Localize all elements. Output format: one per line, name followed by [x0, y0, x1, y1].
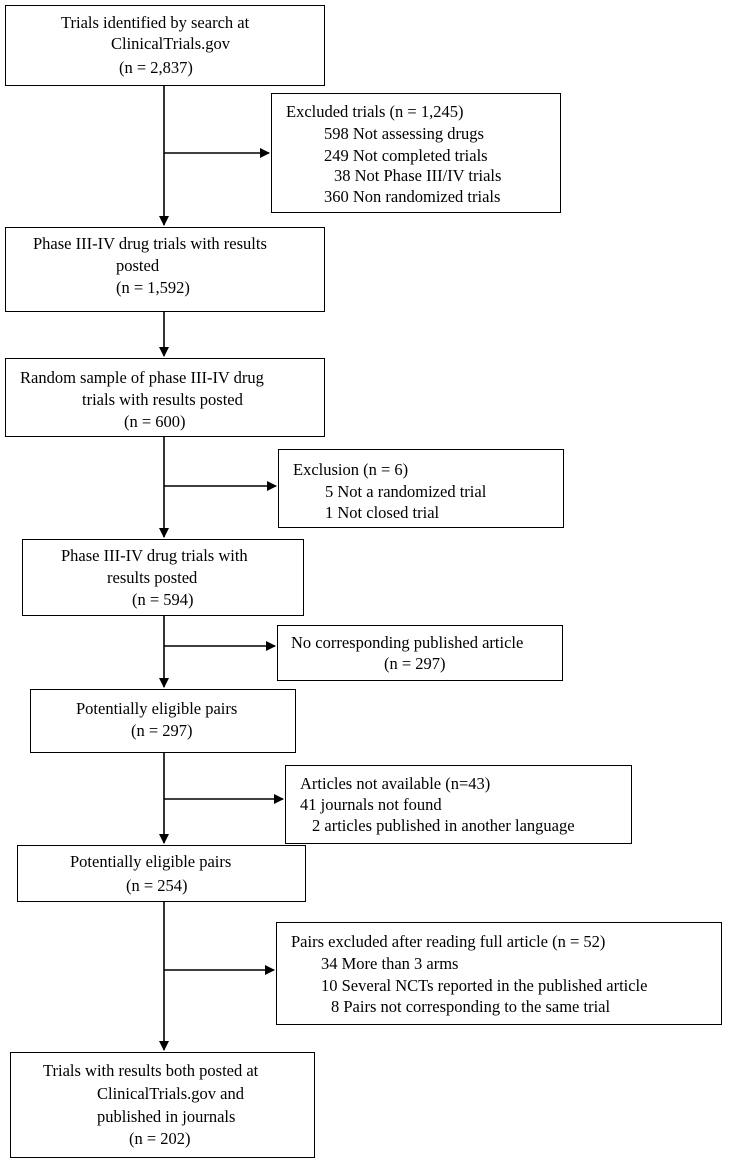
- box-text-line: 10 Several NCTs reported in the publishe…: [321, 976, 648, 995]
- box-text-line: Articles not available (n=43): [300, 774, 491, 793]
- box-text-line: Exclusion (n = 6): [293, 460, 409, 479]
- box-text-line: Phase III-IV drug trials with results: [33, 234, 267, 253]
- box-text-line: posted: [116, 256, 160, 275]
- box-phase-trials-594: Phase III-IV drug trials with results po…: [22, 539, 304, 616]
- box-text-line: 598 Not assessing drugs: [324, 124, 484, 143]
- box-text-line: 8 Pairs not corresponding to the same tr…: [331, 997, 611, 1016]
- box-text-line: No corresponding published article: [291, 633, 524, 652]
- box-text-line: 38 Not Phase III/IV trials: [334, 166, 502, 185]
- box-articles-not-available: Articles not available (n=43) 41 journal…: [285, 765, 632, 844]
- box-text-line: (n = 2,837): [119, 58, 193, 77]
- box-text-line: Random sample of phase III-IV drug: [20, 368, 264, 387]
- box-pairs-excluded: Pairs excluded after reading full articl…: [276, 922, 722, 1025]
- box-text-line: published in journals: [97, 1107, 236, 1126]
- box-text-line: trials with results posted: [82, 390, 243, 409]
- box-text-line: (n = 594): [132, 590, 194, 609]
- box-text-line: (n = 297): [384, 654, 446, 673]
- box-text-line: (n = 254): [126, 876, 188, 895]
- box-text-line: (n = 202): [129, 1129, 191, 1148]
- box-text-line: 249 Not completed trials: [324, 146, 488, 165]
- box-no-corresponding-article: No corresponding published article (n = …: [277, 625, 563, 681]
- box-text-line: (n = 600): [124, 412, 186, 431]
- box-text-line: 1 Not closed trial: [325, 503, 440, 522]
- box-text-line: Excluded trials (n = 1,245): [286, 102, 464, 121]
- box-text-line: Phase III-IV drug trials with: [61, 546, 248, 565]
- box-excluded-trials: Excluded trials (n = 1,245) 598 Not asse…: [271, 93, 561, 213]
- box-text-line: Trials with results both posted at: [43, 1061, 259, 1080]
- box-trials-posted-published: Trials with results both posted at Clini…: [10, 1052, 315, 1158]
- box-exclusion-6: Exclusion (n = 6) 5 Not a randomized tri…: [278, 449, 564, 528]
- box-text-line: Trials identified by search at: [61, 13, 250, 32]
- box-trials-identified: Trials identified by search at ClinicalT…: [5, 5, 325, 86]
- box-text-line: ClinicalTrials.gov: [111, 34, 231, 53]
- box-random-sample: Random sample of phase III-IV drug trial…: [5, 358, 325, 437]
- box-text-line: 34 More than 3 arms: [321, 954, 459, 973]
- box-text-line: Pairs excluded after reading full articl…: [291, 932, 606, 951]
- box-text-line: Potentially eligible pairs: [76, 699, 238, 718]
- box-text-line: 2 articles published in another language: [312, 816, 575, 835]
- box-text-line: 41 journals not found: [300, 795, 442, 814]
- box-text-line: (n = 1,592): [116, 278, 190, 297]
- box-text-line: results posted: [107, 568, 198, 587]
- box-eligible-pairs-297: Potentially eligible pairs (n = 297): [30, 689, 296, 753]
- box-text-line: 360 Non randomized trials: [324, 187, 501, 206]
- box-text-line: 5 Not a randomized trial: [325, 482, 487, 501]
- box-eligible-pairs-254: Potentially eligible pairs (n = 254): [17, 845, 306, 902]
- box-text-line: ClinicalTrials.gov and: [97, 1084, 244, 1103]
- box-phase-trials-1592: Phase III-IV drug trials with results po…: [5, 227, 325, 312]
- box-text-line: Potentially eligible pairs: [70, 852, 232, 871]
- box-text-line: (n = 297): [131, 721, 193, 740]
